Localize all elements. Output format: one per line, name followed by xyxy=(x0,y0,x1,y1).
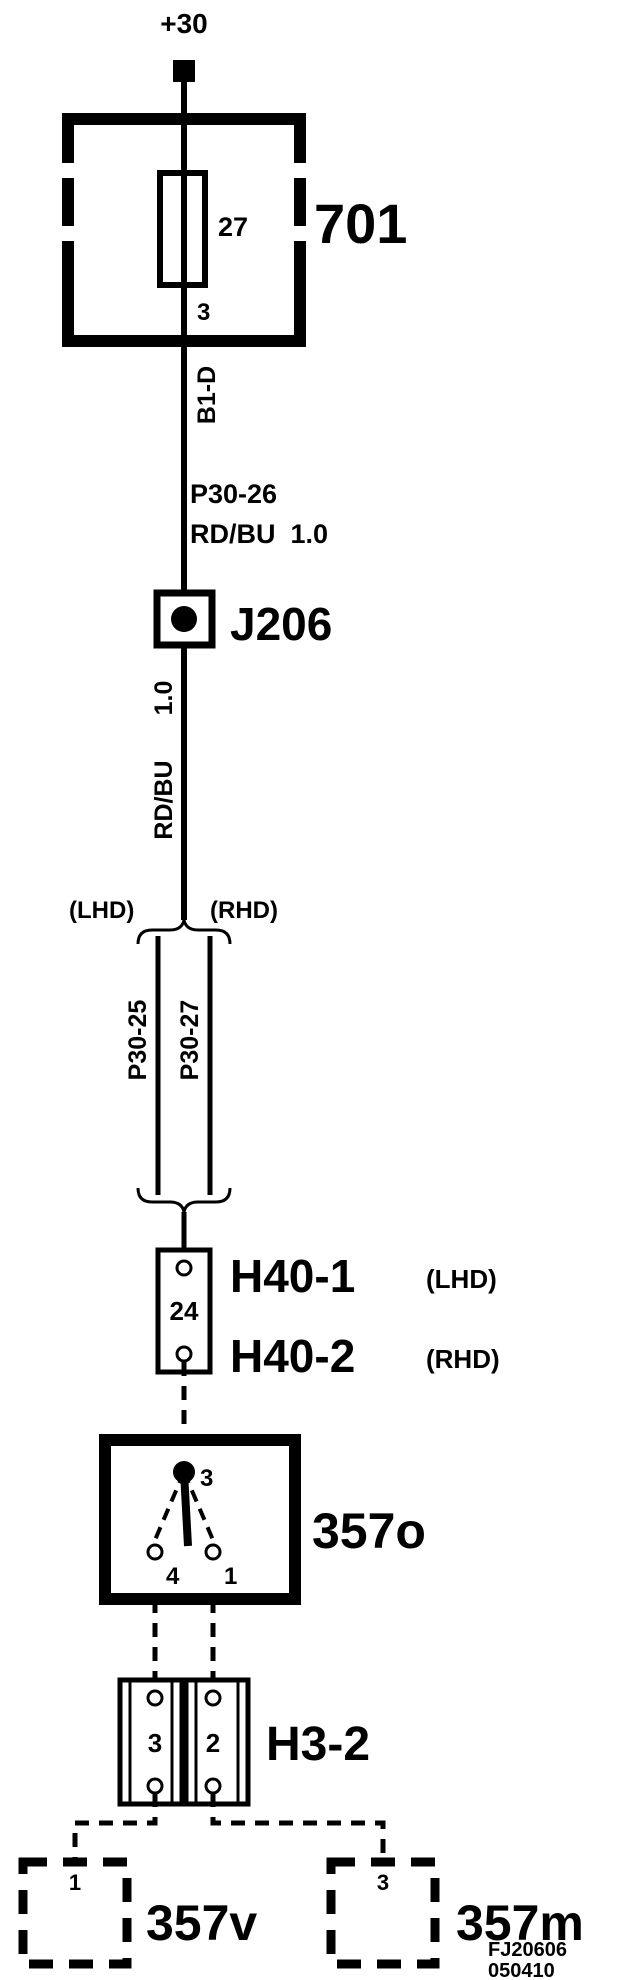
connector-h40: 24 H40-1 (LHD) H40-2 (RHD) xyxy=(155,1247,500,1382)
h40-pin-in xyxy=(175,1259,193,1277)
h3-pin-left-in xyxy=(146,1689,164,1707)
variant-rhd-label: (RHD) xyxy=(210,897,278,924)
wire-lower-color: RD/BU xyxy=(150,760,178,839)
load-357m: 3 357m xyxy=(326,1857,584,1969)
load-357v: 1 357v xyxy=(18,1857,257,1969)
fuse-box-701: 27 3 701 xyxy=(62,113,407,347)
fuse-number: 27 xyxy=(218,212,248,242)
h3-pin-right-number: 2 xyxy=(206,1728,220,1758)
brace-top xyxy=(136,919,232,945)
brace-bottom xyxy=(136,1187,232,1213)
h40-variant-line2: (RHD) xyxy=(426,1344,500,1374)
h40-pin-out xyxy=(175,1345,193,1363)
h40-variant-line1: (LHD) xyxy=(426,1264,497,1294)
wire-to-357v xyxy=(72,1793,158,1862)
wire-lower-size: 1.0 xyxy=(150,681,178,716)
load-357v-pin: 1 xyxy=(69,1870,81,1895)
switch-contact-right xyxy=(204,1543,222,1561)
h40-id-line2: H40-2 xyxy=(230,1330,355,1382)
fuse-connector-label: B1-D xyxy=(193,366,221,424)
connector-h3-2: 3 2 H3-2 xyxy=(117,1677,370,1807)
supply-label: +30 xyxy=(160,8,208,39)
drawing-ref-line2: 050410 xyxy=(488,1960,555,1980)
switch-357o: 3 4 1 357o xyxy=(99,1434,426,1605)
load-357m-housing xyxy=(326,1857,440,1969)
wire-to-357m xyxy=(210,1793,386,1862)
switch-pin-left: 4 xyxy=(166,1563,180,1590)
h3-pin-right-out xyxy=(204,1777,222,1795)
switch-path-right xyxy=(182,1471,215,1541)
switch-pin-right: 1 xyxy=(224,1563,237,1590)
wire-upper-circuit: P30-26 xyxy=(190,479,277,509)
branch-circuit-rhd: P30-27 xyxy=(176,1000,204,1081)
drawing-ref-line1: FJ20606 xyxy=(488,1939,567,1961)
branch-circuit-lhd: P30-25 xyxy=(124,1000,152,1081)
load-357v-id: 357v xyxy=(146,1895,257,1951)
switch-pin-common: 3 xyxy=(200,1465,213,1492)
h40-pin-number: 24 xyxy=(170,1296,199,1326)
variant-lhd-label: (LHD) xyxy=(69,897,134,924)
fuse-box-top xyxy=(62,113,306,163)
switch-path-left xyxy=(153,1471,186,1541)
switch-contact-left xyxy=(146,1543,164,1561)
h3-pin-left-out xyxy=(146,1777,164,1795)
h3-pin-left-number: 3 xyxy=(148,1728,162,1758)
switch-housing xyxy=(99,1434,301,1605)
fuse-box-id: 701 xyxy=(314,192,407,255)
switch-id: 357o xyxy=(312,1503,426,1559)
fuse-terminal-number: 3 xyxy=(197,299,210,326)
wire-upper-color-size: RD/BU 1.0 xyxy=(190,519,328,549)
junction-j206: J206 xyxy=(153,589,332,650)
load-357m-id: 357m xyxy=(456,1895,584,1951)
h40-id-line1: H40-1 xyxy=(230,1250,355,1302)
switch-lever xyxy=(180,1471,192,1547)
load-357v-housing xyxy=(18,1857,132,1969)
supply-terminal xyxy=(173,60,195,82)
fuse-box-bottom xyxy=(62,241,306,347)
junction-dot xyxy=(171,606,197,632)
junction-id: J206 xyxy=(230,598,332,650)
load-357m-pin: 3 xyxy=(377,1870,389,1895)
h3-pin-right-in xyxy=(204,1689,222,1707)
h3-id: H3-2 xyxy=(266,1718,370,1771)
